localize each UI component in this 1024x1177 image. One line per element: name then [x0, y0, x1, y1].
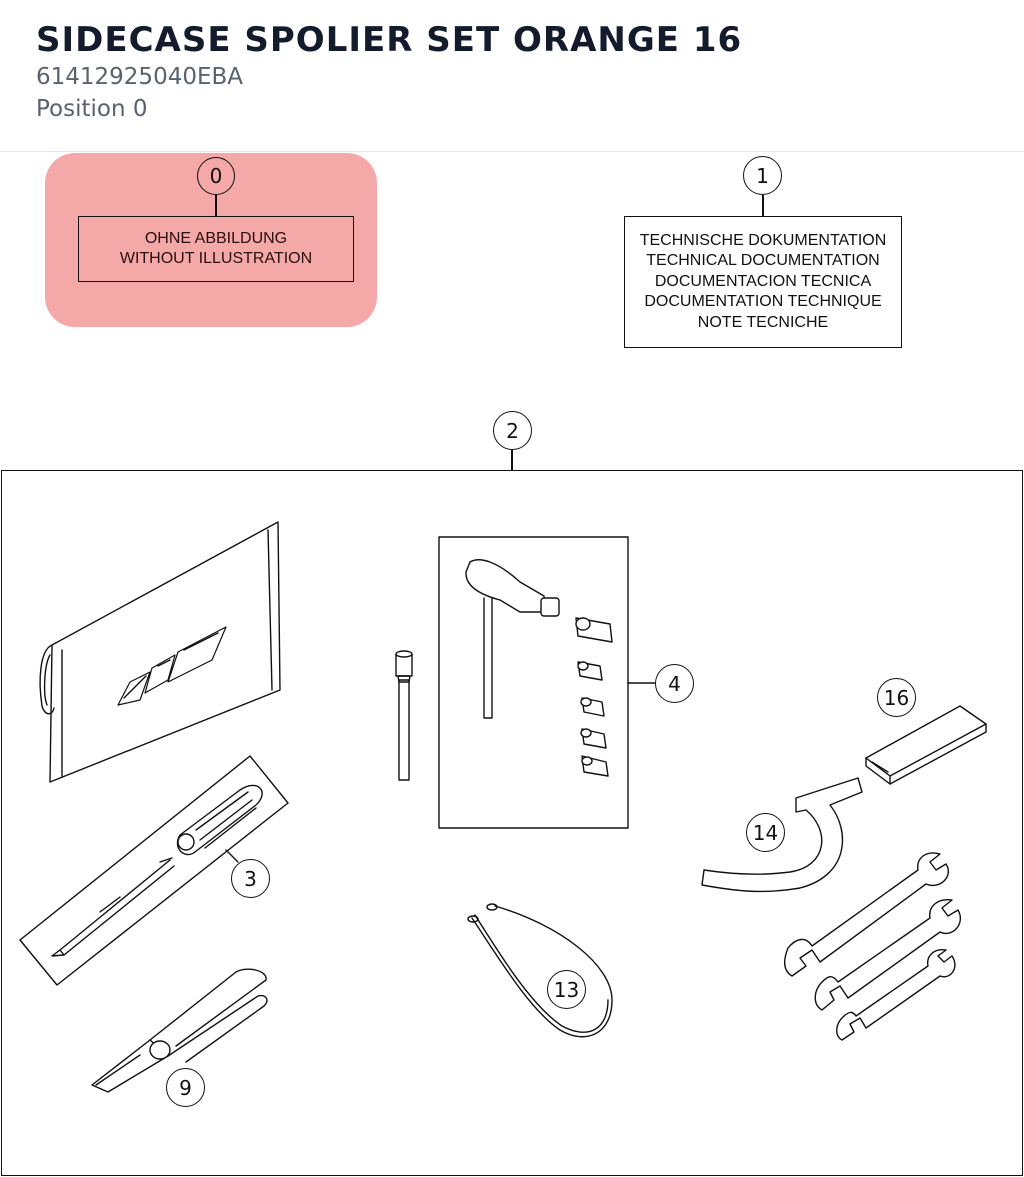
t-handle-icon[interactable]	[465, 559, 560, 719]
callout-16[interactable]: 16	[877, 678, 916, 717]
tool-bag-icon[interactable]	[39, 521, 281, 783]
bar-icon[interactable]	[865, 705, 987, 785]
socket-icon[interactable]	[575, 617, 613, 777]
without-illustration-label: OHNE ABBILDUNG WITHOUT ILLUSTRATION	[78, 216, 354, 282]
leader-line-2	[511, 450, 513, 471]
documentation-label: TECHNISCHE DOKUMENTATION TECHNICAL DOCUM…	[624, 216, 902, 348]
hook-wrench-icon[interactable]	[701, 777, 863, 893]
extension-bar-icon[interactable]	[395, 650, 413, 781]
callout-9[interactable]: 9	[166, 1068, 205, 1107]
leader-line-0	[215, 195, 217, 216]
page-header: SIDECASE SPOLIER SET ORANGE 16 614129250…	[0, 0, 1024, 152]
screwdriver-icon[interactable]	[19, 755, 289, 986]
part-number: 61412925040EBA	[36, 64, 244, 90]
tool-kit-frame	[1, 470, 1023, 1176]
pliers-icon[interactable]	[91, 968, 268, 1093]
cable-icon[interactable]	[467, 903, 613, 1038]
callout-13[interactable]: 13	[547, 970, 586, 1009]
leader-line-3	[225, 849, 239, 863]
callout-3[interactable]: 3	[231, 859, 270, 898]
spanner-icon[interactable]	[784, 852, 961, 1041]
callout-0[interactable]: 0	[197, 157, 235, 195]
callout-1[interactable]: 1	[743, 156, 782, 195]
callout-2[interactable]: 2	[493, 411, 532, 450]
leader-line-1	[762, 195, 764, 216]
callout-4[interactable]: 4	[655, 664, 694, 703]
callout-14[interactable]: 14	[746, 813, 785, 852]
position-label: Position 0	[36, 96, 148, 122]
page-title: SIDECASE SPOLIER SET ORANGE 16	[36, 20, 743, 60]
